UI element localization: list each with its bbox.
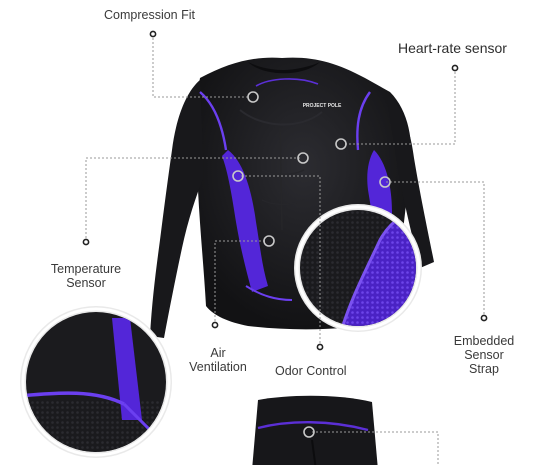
leader-endpoint-icon: [480, 314, 488, 322]
feature-marker-icon: [263, 235, 275, 247]
label-air-ventilation: Air Ventilation: [178, 346, 258, 374]
feature-marker-icon: [232, 170, 244, 182]
label-odor-control: Odor Control: [275, 364, 347, 378]
leader-endpoint-icon: [316, 343, 324, 351]
feature-marker-icon: [297, 152, 309, 164]
brand-logo: PROJECT POLE: [303, 103, 342, 109]
label-embedded-sensor-strap-line1: Embedded: [453, 334, 515, 348]
label-embedded-sensor-strap: Embedded Sensor Strap: [440, 334, 528, 376]
label-embedded-sensor-strap-line3: Strap: [469, 362, 499, 376]
leader-endpoint-icon: [451, 64, 459, 72]
label-air-ventilation-line2: Ventilation: [189, 360, 247, 374]
label-temperature-sensor: Temperature Sensor: [46, 262, 126, 290]
label-temperature-sensor-line1: Temperature: [50, 262, 122, 276]
feature-marker-icon: [303, 426, 315, 438]
label-air-ventilation-line1: Air: [210, 346, 226, 360]
zoom-detail-mesh: [294, 204, 422, 332]
leader-endpoints: [82, 30, 488, 351]
label-compression-fit: Compression Fit: [104, 8, 195, 22]
label-embedded-sensor-strap-line2: Sensor: [464, 348, 504, 362]
label-heart-rate-sensor: Heart-rate sensor: [398, 40, 507, 56]
label-temperature-sensor-line2: Sensor: [66, 276, 106, 290]
shirt-body: [150, 57, 434, 338]
leader-endpoint-icon: [149, 30, 157, 38]
leader-lines: [85, 34, 485, 465]
feature-marker-icon: [335, 138, 347, 150]
leader-endpoint-icon: [211, 321, 219, 329]
feature-marker-icon: [379, 176, 391, 188]
pants-preview: [252, 395, 378, 465]
leader-endpoint-icon: [82, 238, 90, 246]
feature-markers: [232, 91, 391, 438]
feature-marker-icon: [247, 91, 259, 103]
